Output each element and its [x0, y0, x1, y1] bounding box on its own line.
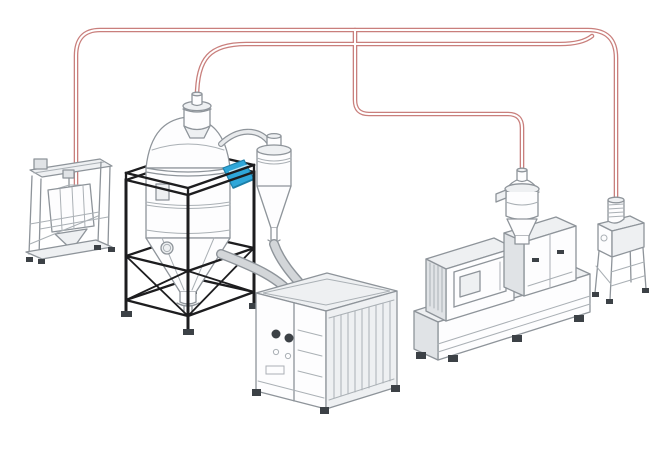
receiver-band	[505, 201, 539, 206]
vacuum-motor	[607, 200, 625, 224]
dryer-foot-1	[252, 389, 261, 396]
cyclone-cone	[256, 185, 292, 229]
machine-bed-end	[413, 310, 439, 361]
loader-cap-top	[191, 91, 203, 97]
vacuum-foot-3	[642, 288, 649, 293]
vacuum-gauge	[600, 234, 608, 242]
vacuum-box-right	[611, 222, 645, 258]
vacuum-motor-fins	[607, 203, 625, 218]
vacuum-motor-top	[607, 196, 625, 204]
unloader-foot-1	[26, 257, 33, 262]
bulk-bag-unloader	[25, 158, 115, 264]
receiver-neck	[514, 236, 530, 245]
housing-handle-1	[532, 258, 539, 262]
stand-foot-2	[183, 329, 194, 335]
unloader-foot-3	[94, 245, 101, 250]
dryer-foot-2	[320, 407, 329, 414]
cyclone-lid	[256, 144, 292, 156]
receiver-cap	[516, 170, 528, 183]
cyclone-separator	[256, 132, 292, 243]
dryer-knob-1	[271, 329, 281, 339]
cyclone-flange	[256, 157, 292, 165]
hoist-trolley	[62, 169, 75, 179]
dryer-knob-2	[284, 333, 294, 343]
material-conveying-lines	[73, 27, 619, 203]
dryer-foot-3	[391, 385, 400, 392]
loader-lid-ring	[182, 108, 212, 113]
cyclone-cap-top	[266, 132, 282, 140]
vacuum-stand-braces	[595, 261, 645, 287]
hoist-motor	[33, 158, 48, 170]
conveying-line-hopper-loader	[194, 33, 595, 100]
receiver-cap-top	[516, 167, 528, 173]
conveying-line-machine-receiver	[352, 27, 525, 170]
bulk-bag	[47, 183, 95, 233]
stand-foot-1	[121, 311, 132, 317]
door-window	[459, 270, 481, 298]
machine-foot-4	[574, 315, 584, 322]
clamp-end-vents	[429, 262, 443, 313]
dryer-nameplate	[265, 365, 285, 375]
hopper-loader	[182, 91, 212, 139]
vacuum-foot-2	[606, 299, 613, 304]
machine-bed-lines	[437, 295, 591, 353]
cyclone-body	[256, 150, 292, 191]
dryer-panel-lines	[297, 329, 323, 378]
machine-foot-1	[416, 352, 426, 359]
loader-cap	[191, 94, 203, 107]
conveying-line-main-core	[75, 29, 617, 201]
machine-foot-2	[448, 355, 458, 362]
dome-seam	[151, 143, 225, 151]
safety-door	[453, 255, 507, 308]
receiver-inlet-stub	[495, 189, 507, 203]
unloader-legs	[28, 161, 111, 259]
bag-discharge-cone	[54, 228, 88, 251]
vacuum-pump-station	[592, 196, 649, 304]
housing-handle-2	[557, 250, 564, 254]
unloader-foot-2	[38, 259, 45, 264]
sight-glass	[160, 241, 174, 255]
hopper-flange	[145, 167, 231, 177]
stand-foot-3	[249, 303, 260, 309]
dryer-gauge-2	[284, 352, 292, 360]
dryer-front	[255, 292, 327, 410]
unloader-braces	[29, 211, 109, 245]
bag-creases	[59, 185, 86, 231]
stand-cross-braces	[124, 246, 256, 318]
dome-to-cyclone-pipe	[219, 129, 271, 146]
desiccant-dryer	[252, 272, 400, 414]
dryer-gauge-1	[272, 348, 280, 356]
stand-legs	[124, 170, 256, 332]
hopper-control-plate	[155, 183, 170, 201]
receiver-body	[505, 192, 539, 221]
dryer-top-inset	[262, 278, 391, 306]
vacuum-foot-1	[592, 292, 599, 297]
unloader-foot-4	[108, 247, 115, 252]
slide-valve-highlight	[228, 164, 249, 173]
vacuum-stand-legs	[594, 240, 647, 301]
conveying-line-hopper-loader-core	[196, 35, 593, 98]
sight-glass-inner	[162, 243, 172, 253]
dryer-louvers	[333, 300, 391, 399]
hopper-stand	[124, 163, 256, 332]
machine-foot-3	[512, 335, 522, 342]
conveying-line-machine-receiver-core	[354, 29, 523, 168]
machine-hopper-receiver	[495, 167, 540, 245]
clamp-end	[425, 258, 447, 322]
slide-valve-edge	[232, 178, 255, 189]
stand-feet	[121, 303, 260, 335]
drying-hopper-station	[121, 91, 292, 335]
housing-vent-line	[527, 271, 573, 287]
hoist-beam-seam	[33, 161, 105, 174]
dryer-kick-line	[257, 380, 325, 399]
injection-molding-machine	[413, 216, 591, 362]
